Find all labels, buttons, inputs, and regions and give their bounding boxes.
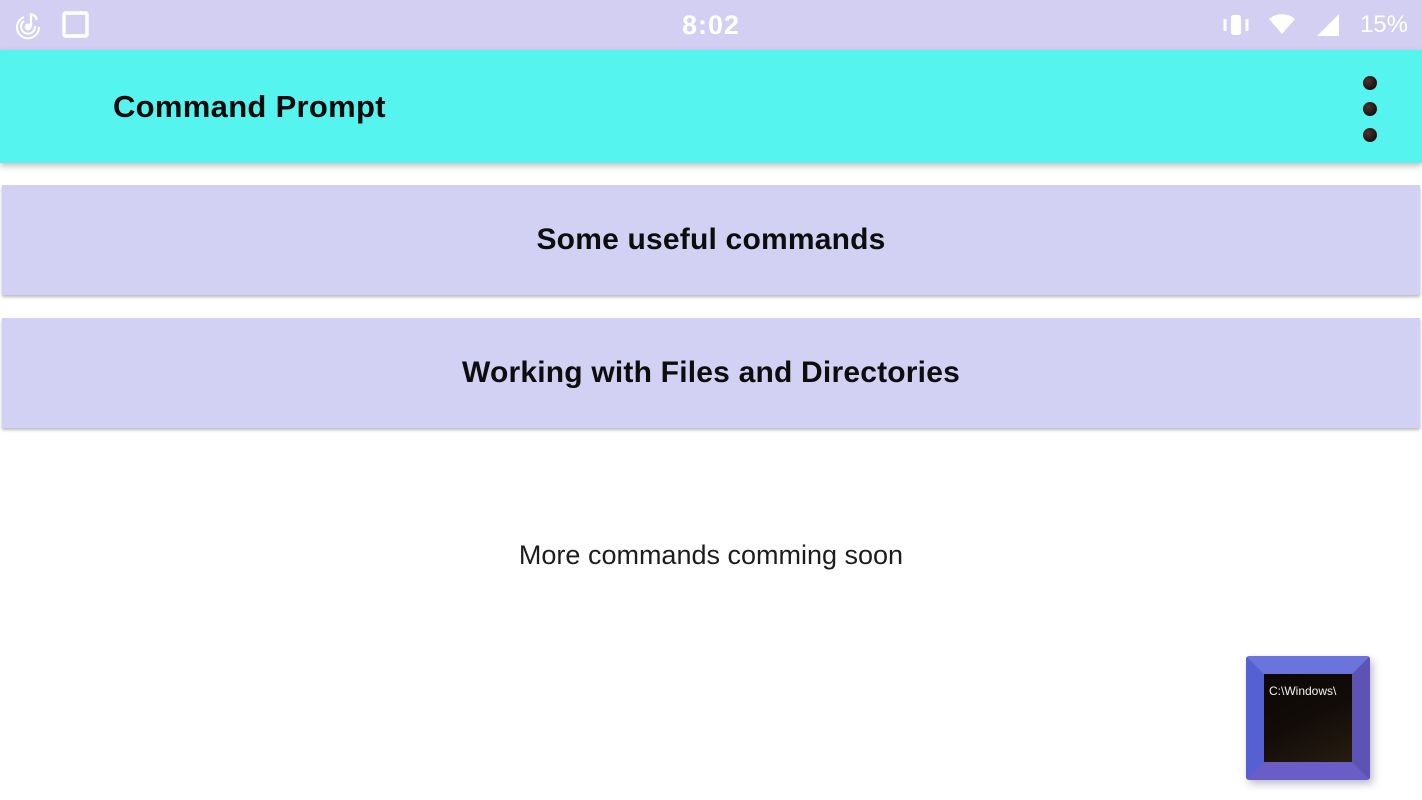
command-prompt-monitor-icon: C:\Windows\ <box>1246 656 1370 780</box>
button-some-useful-commands[interactable]: Some useful commands <box>2 185 1420 295</box>
status-bar-clock: 8:02 <box>681 9 741 40</box>
vibrate-icon <box>1223 15 1249 35</box>
button-label: Some useful commands <box>536 223 886 256</box>
overflow-menu-button[interactable] <box>1361 74 1379 144</box>
overflow-dot <box>1363 76 1377 90</box>
music-note-icon <box>16 13 41 40</box>
overflow-dot <box>1363 102 1377 116</box>
status-bar: 8:02 15% <box>0 0 1422 50</box>
cellular-signal-icon <box>1316 14 1339 36</box>
status-bar-left <box>14 9 92 41</box>
page-title: Command Prompt <box>113 88 386 124</box>
button-label: Working with Files and Directories <box>461 356 960 389</box>
app-bar: Command Prompt <box>0 50 1422 163</box>
battery-percentage: 15% <box>1359 11 1408 38</box>
prompt-path-text: C:\Windows\ <box>1269 684 1337 698</box>
square-icon <box>62 11 89 38</box>
coming-soon-text: More commands comming soon <box>518 540 904 570</box>
button-working-with-files-and-directories[interactable]: Working with Files and Directories <box>2 318 1420 428</box>
command-prompt-screen: C:\Windows\ <box>1264 674 1352 762</box>
overflow-dot <box>1363 128 1377 142</box>
wifi-icon <box>1268 14 1295 34</box>
status-bar-right: 15% <box>1220 9 1408 41</box>
